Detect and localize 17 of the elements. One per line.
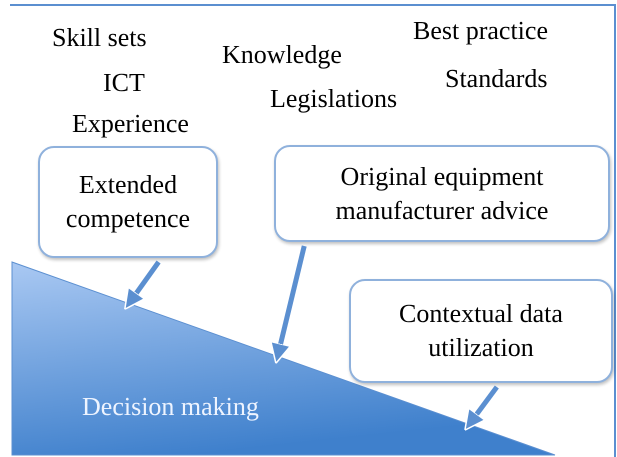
rounded-box [349, 279, 613, 383]
rounded-box [38, 146, 218, 258]
box-text: Original equipment manufacturer advice [334, 160, 550, 226]
box-text: Contextual data utilization [398, 298, 564, 364]
arrow [124, 260, 161, 310]
arrow [270, 245, 307, 364]
keyword-label: ICT [103, 70, 145, 96]
arrow [464, 386, 499, 431]
keyword-label: Standards [445, 66, 548, 92]
rounded-box [274, 145, 610, 242]
triangle-label: Decision making [82, 392, 259, 422]
keyword-label: Legislations [270, 86, 398, 112]
keyword-label: Experience [72, 111, 189, 137]
keyword-label: Skill sets [52, 25, 147, 51]
keyword-label: Knowledge [222, 42, 342, 68]
box-text: Extended competence [64, 169, 192, 235]
keyword-label: Best practice [413, 18, 548, 44]
